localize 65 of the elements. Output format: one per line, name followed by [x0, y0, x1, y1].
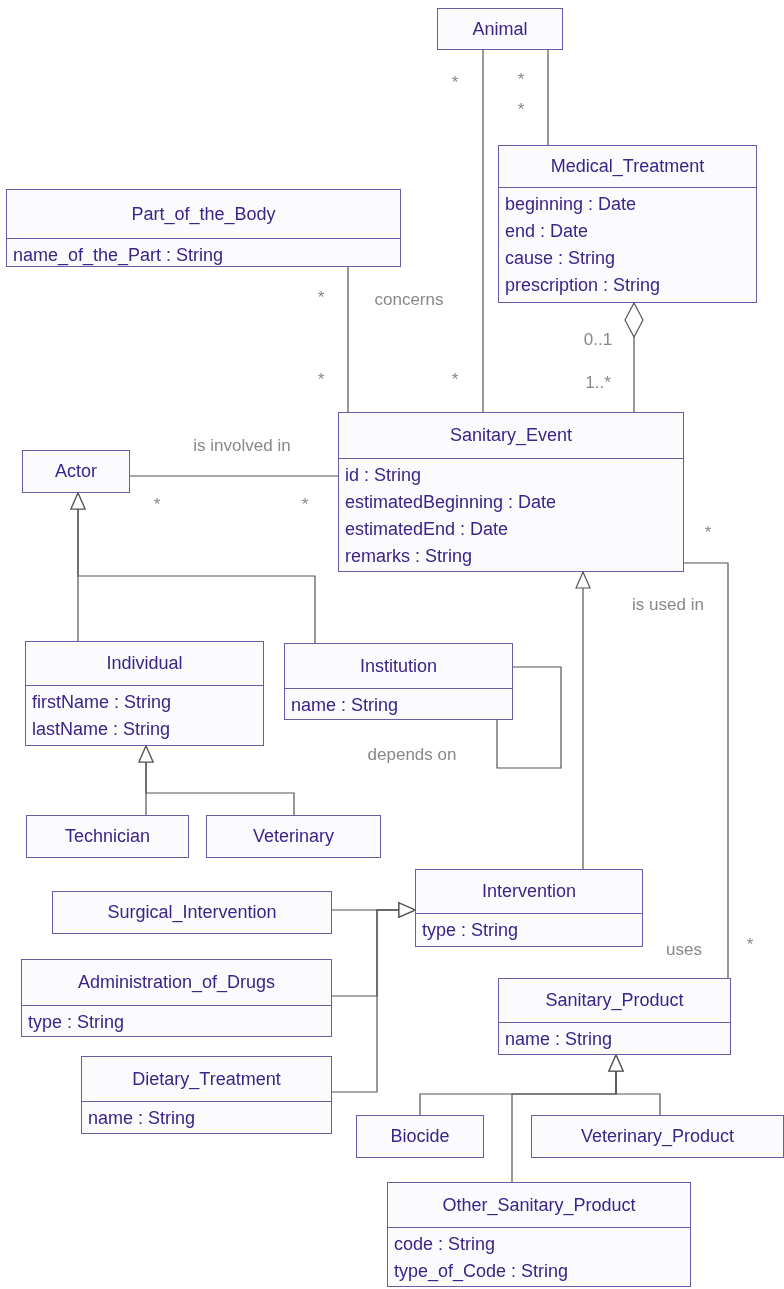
- class-box: [498, 145, 757, 303]
- attribute-text: estimatedEnd : Date: [345, 519, 509, 539]
- association-line: [547, 49, 549, 146]
- class-box: [531, 1115, 784, 1158]
- class-box: [415, 869, 643, 947]
- aggregation-line: [624, 302, 644, 413]
- class-box: [284, 643, 513, 720]
- attribute-text: prescription : String: [505, 275, 661, 295]
- generalization-arrow: [331, 902, 416, 1093]
- class-box: [22, 450, 130, 493]
- class-box: [437, 8, 563, 50]
- class-box: [52, 891, 332, 934]
- class-name: Sanitary_Event: [449, 425, 573, 446]
- attribute-text: type : String: [28, 1012, 125, 1032]
- generalization-arrow: [138, 745, 295, 816]
- attribute-text: code : String: [394, 1234, 496, 1254]
- class-name: Administration_of_Drugs: [77, 972, 276, 993]
- association-line: [496, 666, 562, 769]
- class-name: Intervention: [481, 881, 577, 902]
- attribute-text: name : String: [88, 1108, 196, 1128]
- class-box: [81, 1056, 332, 1134]
- class-box: [498, 978, 731, 1055]
- class-box: [26, 815, 189, 858]
- attribute-text: type : String: [422, 920, 519, 940]
- class-name: Other_Sanitary_Product: [442, 1194, 636, 1216]
- class-name: Veterinary: [252, 826, 334, 847]
- association-line: [347, 266, 349, 413]
- attribute-text: end : Date: [505, 221, 589, 241]
- class-name: Part_of_the_Body: [131, 203, 276, 225]
- association-line: [683, 562, 729, 979]
- attribute-text: beginning : Date: [505, 194, 637, 214]
- generalization-arrow: [511, 1054, 624, 1183]
- attribute-text: type_of_Code : String: [394, 1261, 569, 1281]
- attribute-text: remarks : String: [345, 546, 473, 566]
- attribute-text: name_of_the_Part : String: [13, 245, 224, 265]
- class-name: Actor: [55, 461, 97, 482]
- class-name: Medical_Treatment: [550, 156, 705, 177]
- attribute-text: name : String: [291, 695, 399, 715]
- class-name: Surgical_Intervention: [107, 902, 277, 923]
- class-name: Animal: [472, 18, 528, 40]
- class-name: Individual: [106, 653, 183, 674]
- class-box: [6, 189, 401, 267]
- attribute-text: id : String: [345, 465, 422, 485]
- association-line: [129, 475, 339, 477]
- attribute-text: lastName : String: [32, 719, 171, 739]
- class-box: [25, 641, 264, 746]
- attribute-text: cause : String: [505, 248, 616, 268]
- class-box: [21, 959, 332, 1037]
- association-line: [482, 49, 484, 413]
- class-box: [356, 1115, 484, 1158]
- attribute-text: name : String: [505, 1029, 613, 1049]
- association-label: depends on: [367, 745, 457, 765]
- attribute-text: firstName : String: [32, 692, 172, 712]
- class-name: Sanitary_Product: [545, 990, 684, 1011]
- class-name: Technician: [64, 826, 151, 847]
- generalization-arrow: [575, 571, 591, 870]
- class-box: [338, 412, 684, 572]
- attribute-text: estimatedBeginning : Date: [345, 492, 557, 512]
- class-name: Institution: [359, 655, 437, 677]
- class-name: Biocide: [390, 1126, 450, 1147]
- class-box: [206, 815, 381, 858]
- class-name: Veterinary_Product: [580, 1126, 735, 1147]
- class-box: [387, 1182, 691, 1287]
- generalization-arrow: [70, 492, 316, 644]
- class-name: Dietary_Treatment: [132, 1068, 281, 1090]
